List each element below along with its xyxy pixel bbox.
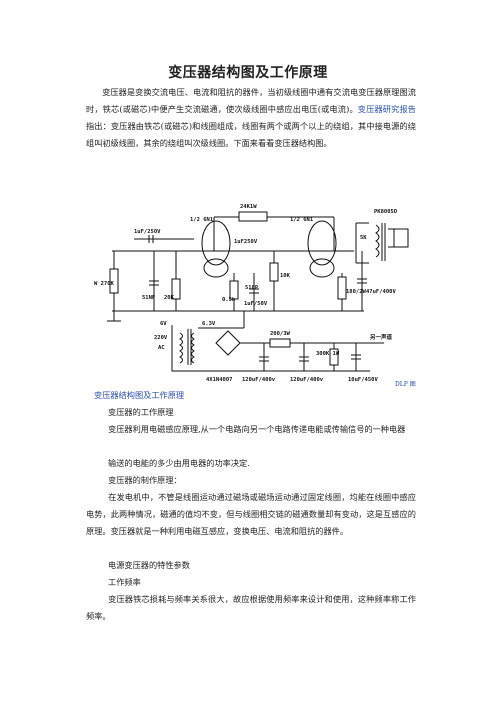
label-v63: 6.3V — [202, 321, 216, 327]
label-v6: 6V — [160, 321, 167, 327]
figure-caption: 变压器结构图及工作原理 — [94, 390, 185, 400]
label-tube1: 1/2 6N1 — [190, 217, 214, 223]
label-ind-5k: 5K — [360, 235, 367, 241]
circuit-diagram: 24K1W 1/2 6N1 1/2 6N1 PK8005D 1uF/250V 1… — [94, 204, 409, 383]
label-r270: W 270K — [94, 281, 115, 287]
label-r200: 200/3W — [270, 331, 291, 337]
label-r300: 300K 1W — [316, 351, 340, 357]
para-making-principle-text: 在发电机中，不管是线圈运动通过磁场或磁场运动通过固定线圈，均能在线圈中感应电势，… — [86, 492, 416, 536]
para-making-principle: 在发电机中，不管是线圈运动通过磁场或磁场运动通过固定线圈，均能在线圈中感应电势，… — [86, 489, 416, 540]
label-ac: AC — [158, 345, 165, 351]
label-r05: 0.5k — [222, 297, 236, 303]
heading-parameters: 电源变压器的特性参数 — [108, 560, 190, 570]
label-r180: 180/2W — [346, 289, 367, 295]
label-v220: 220V — [154, 335, 168, 341]
intro-text-1: 变压器是变换交流电压、电流和阻抗的器件，当初级线圈中通有交流电变压器原理图流时，… — [86, 87, 416, 114]
para-principle-text: 变压器利用电磁感应原理,从一个电路向另一个电路传递电能或传输信号的一种电器 — [108, 424, 406, 434]
para-frequency: 变压器铁芯损耗与频率关系很大，故应根据使用频率来设计和使用，这种频率称工作频率。 — [86, 591, 416, 625]
label-c120b: 120uF/400v — [290, 377, 324, 383]
label-c51: 51NF — [142, 295, 155, 301]
label-diode: 4X1N4007 — [206, 377, 233, 383]
heading-frequency: 工作频率 — [108, 577, 141, 587]
label-c120a: 120uF/400v — [242, 377, 276, 383]
intro-paragraph: 变压器是变换交流电压、电流和阻抗的器件，当初级线圈中通有交流电变压器原理图流时，… — [86, 84, 416, 152]
label-c47: 47uF/400V — [366, 289, 396, 295]
label-c10: 10uF/450V — [348, 377, 378, 383]
para-frequency-text: 变压器铁芯损耗与频率关系很大，故应根据使用频率来设计和使用，这种频率称工作频率。 — [86, 594, 416, 621]
label-stage: 另一声道 — [370, 333, 393, 341]
label-cap1u50: 1uF/50V — [244, 301, 268, 307]
label-c1: 1uF/250V — [134, 229, 161, 235]
heading-making-principle: 变压器的制作原理： — [108, 475, 182, 485]
label-c510: 510P — [245, 285, 259, 291]
page-title: 变压器结构图及工作原理 — [168, 65, 328, 81]
label-r10k: 10K — [280, 273, 291, 279]
para-principle: 变压器利用电磁感应原理,从一个电路向另一个电路传递电能或传输信号的一种电器 — [86, 421, 416, 438]
intro-text-2: 指出：变压器由铁芯(或磁芯)和线圈组成，线圈有两个或两个以上的绕组，其中接电源的… — [86, 121, 416, 148]
label-tube2: 1/2 6N1 — [290, 217, 314, 223]
label-output-transformer: PK8005D — [374, 209, 398, 215]
label-r20k: 20K — [164, 295, 175, 301]
report-link[interactable]: 变压器研究报告 — [357, 104, 416, 114]
line-power-output: 输送的电能的多少由用电器的功率决定. — [108, 458, 250, 468]
heading-principle: 变压器的工作原理 — [108, 407, 174, 417]
figure-watermark: DLP 图 — [395, 381, 416, 388]
label-r24k: 24K1W — [240, 204, 257, 210]
label-c2: 1uF250V — [234, 239, 258, 245]
